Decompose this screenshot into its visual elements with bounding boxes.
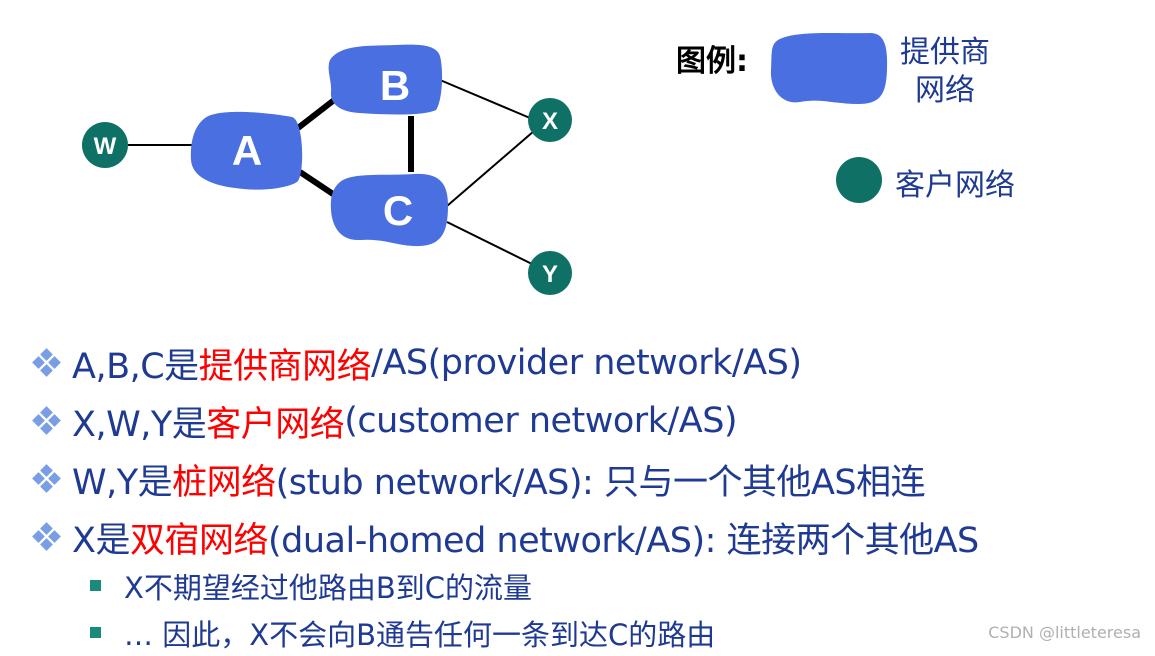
link-c-y — [446, 221, 533, 265]
legend-customer-label: 客户网络 — [895, 168, 1015, 203]
bullet-text-post: (stub network/AS): 只与一个其他AS相连 — [275, 462, 926, 503]
node-label-x: X — [542, 108, 558, 135]
link-c-x — [446, 130, 535, 207]
diamond-bullet-icon — [32, 348, 61, 377]
diamond-bullet-icon — [32, 464, 61, 493]
bullet-text-highlight: 提供商网络 — [198, 346, 372, 387]
customer-network-y — [528, 251, 572, 295]
sub-bullet-text: … 因此，X不会向B通告任何一条到达C的路由 — [124, 617, 716, 652]
provider-network-a — [190, 111, 303, 190]
bullet-item: X,W,Y是客户网络(customer network/AS) — [32, 392, 979, 450]
square-bullet-icon — [90, 580, 101, 591]
bullet-text-highlight: 客户网络 — [206, 404, 345, 445]
node-label-b: B — [380, 62, 410, 109]
legend-customer-icon — [836, 157, 882, 203]
bullet-text-pre: X,W,Y是 — [72, 404, 207, 445]
legend-provider-icon — [770, 33, 888, 104]
customer-network-x — [528, 98, 572, 142]
bullet-text-post: (dual-homed network/AS): 连接两个其他AS — [268, 520, 979, 561]
node-label-c: C — [383, 187, 413, 234]
sub-bullet-item: … 因此，X不会向B通告任何一条到达C的路由 — [90, 609, 715, 656]
provider-network-c — [330, 173, 448, 247]
bullet-text-pre: X是 — [72, 520, 130, 561]
bullet-item: A,B,C是提供商网络/AS(provider network/AS) — [32, 334, 979, 392]
bullet-list: A,B,C是提供商网络/AS(provider network/AS) X,W,… — [32, 334, 979, 566]
node-label-w: W — [94, 133, 117, 160]
link-a-b — [296, 94, 340, 131]
legend-title: 图例: — [676, 44, 748, 79]
sub-bullet-item: X不期望经过他路由B到C的流量 — [90, 562, 715, 609]
link-b-x — [439, 79, 531, 119]
sub-bullet-text: X不期望经过他路由B到C的流量 — [124, 570, 533, 605]
node-label-y: Y — [542, 261, 558, 288]
bullet-text-highlight: 桩网络 — [172, 462, 276, 503]
legend-provider-label: 提供商 网络 — [895, 34, 995, 110]
bullet-item: X是双宿网络(dual-homed network/AS): 连接两个其他AS — [32, 508, 979, 566]
customer-network-w — [82, 122, 128, 168]
legend-provider-line1: 提供商 — [900, 35, 990, 70]
link-a-c — [298, 169, 338, 199]
diamond-bullet-icon — [32, 406, 61, 435]
sub-bullet-list: X不期望经过他路由B到C的流量 … 因此，X不会向B通告任何一条到达C的路由 — [90, 562, 715, 656]
watermark: CSDN @littleteresa — [988, 623, 1141, 642]
bullet-text-highlight: 双宿网络 — [129, 520, 269, 561]
diamond-bullet-icon — [32, 522, 61, 551]
legend-provider-line2: 网络 — [915, 73, 975, 108]
bullet-text-pre: W,Y是 — [72, 462, 173, 503]
bullet-item: W,Y是桩网络(stub network/AS): 只与一个其他AS相连 — [32, 450, 979, 508]
square-bullet-icon — [90, 627, 101, 638]
bullet-text-post: (customer network/AS) — [344, 401, 738, 441]
bullet-text-post: /AS(provider network/AS) — [371, 343, 802, 383]
network-diagram: A B C W X Y — [82, 33, 888, 295]
bullet-text-pre: A,B,C是 — [72, 346, 199, 387]
node-label-a: A — [232, 127, 262, 174]
provider-network-b — [328, 44, 443, 115]
